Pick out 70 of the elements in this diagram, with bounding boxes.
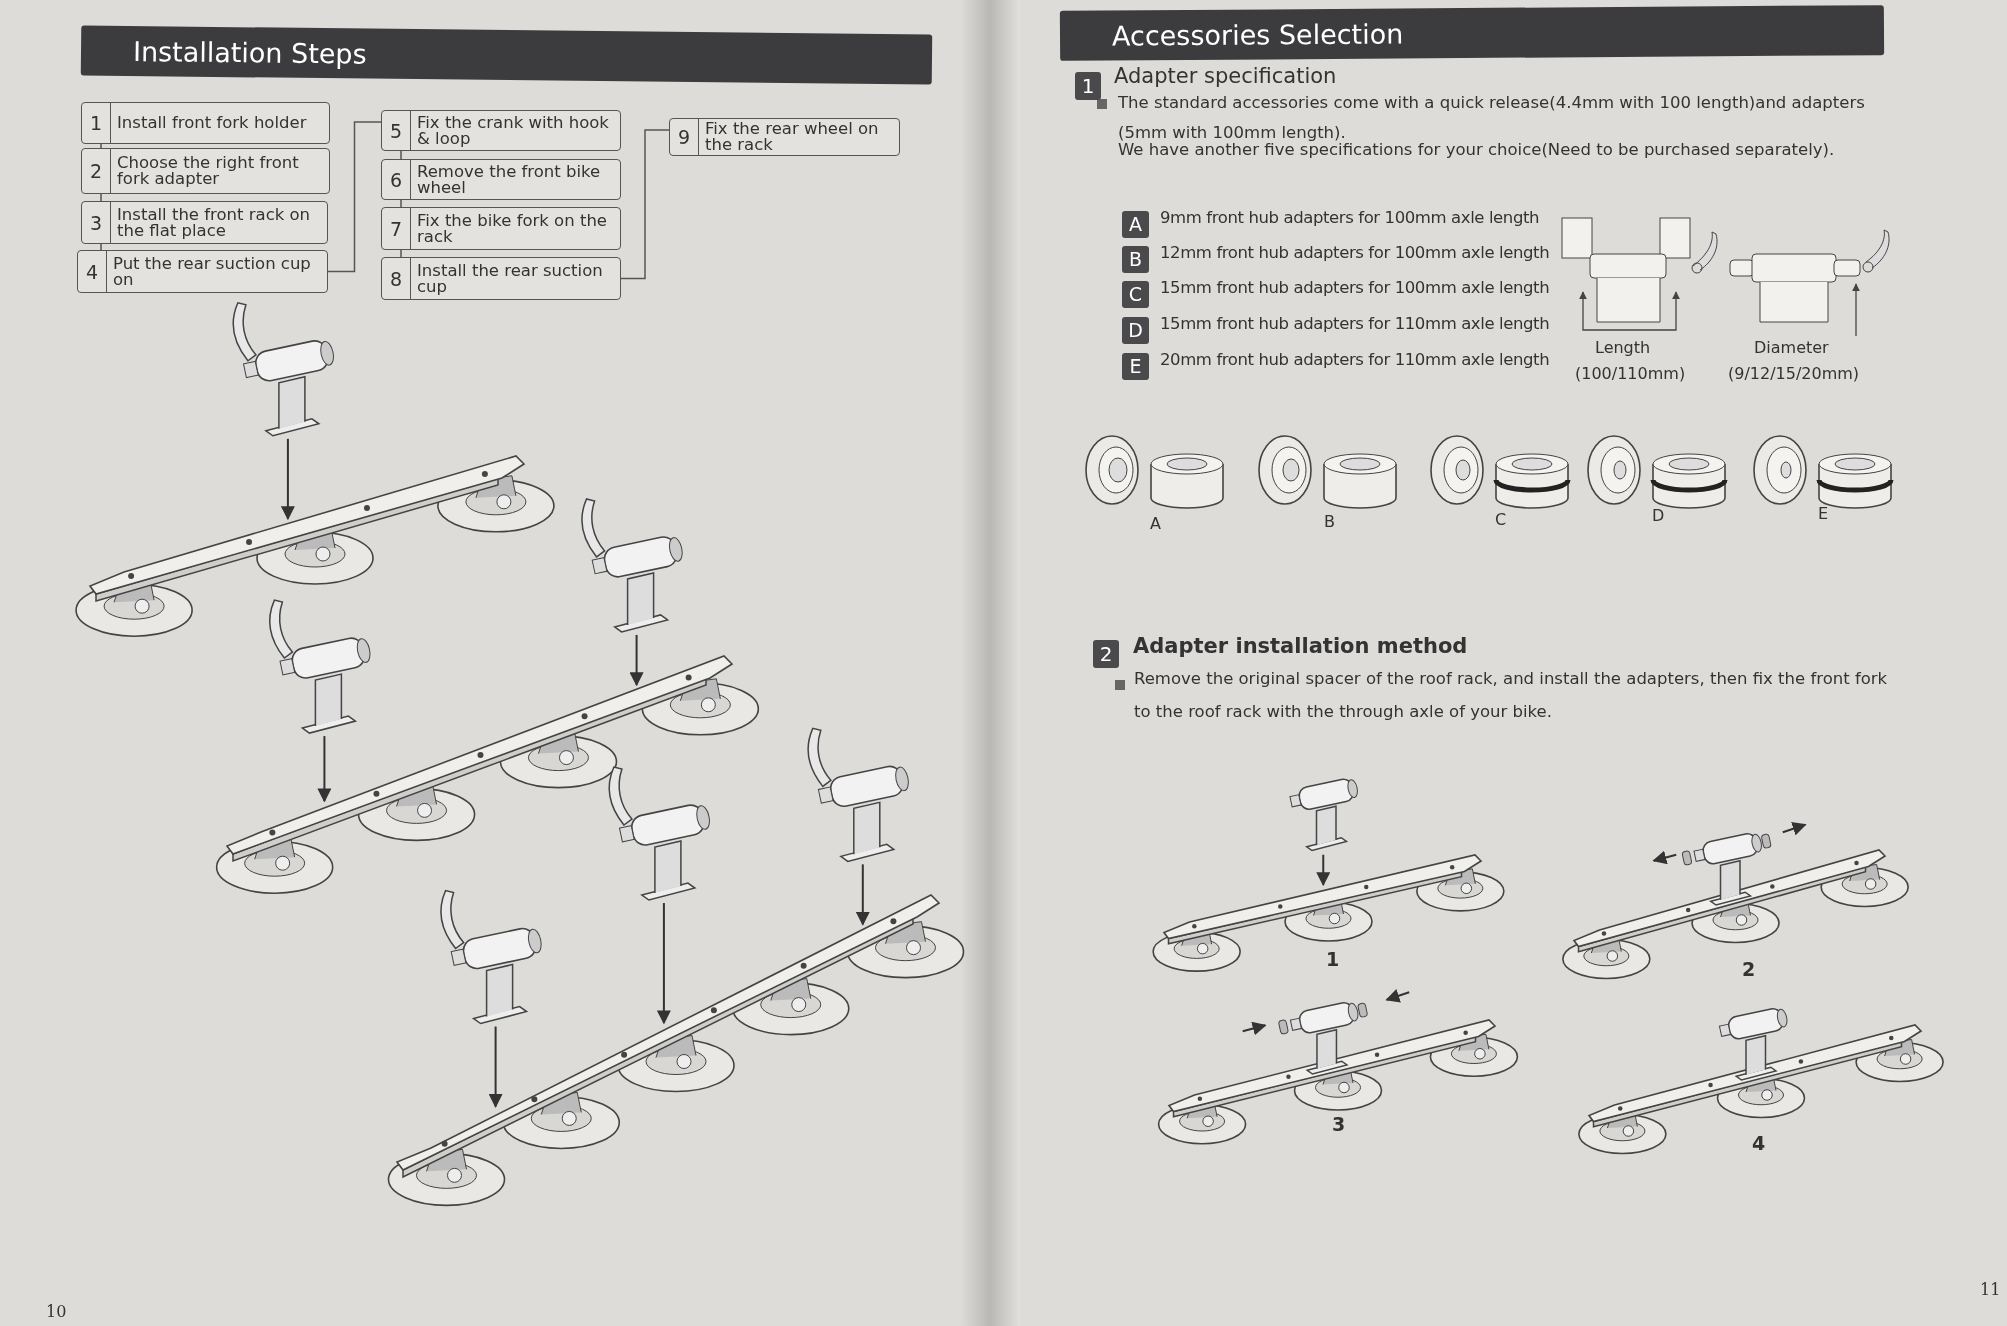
step-box [81,102,330,144]
step-text: Choose the right front fork adapter [116,152,300,190]
step-number: 1 [82,103,111,143]
step-box [77,250,328,293]
step-text: Install the front rack on the flat place [116,203,312,242]
paragraph: The standard accessories come with a quick release(4.4mm with 100 length)and adapters (5mm with 100mm length). [1118,92,1866,143]
step-box [381,110,621,151]
connector-line [327,121,382,273]
connector-line [620,129,670,280]
section-heading: Installation Steps [132,35,367,70]
dimension-label: E [1818,504,1829,523]
connector-line [400,249,402,258]
connector-line [100,143,102,149]
option-letter-badge: B [1122,246,1149,273]
option-description: 15mm front hub adapters for 100mm axle length [1160,278,1550,297]
step-box [81,201,328,244]
dimension-label: C [1495,510,1507,529]
section-number-badge: 1 [1075,72,1101,100]
page-number: 10 [46,1302,67,1321]
option-letter-badge: E [1122,353,1149,380]
step-text: Put the rear suction cup on [112,252,312,291]
connector-line [400,150,402,160]
dimension-label: Length [1595,338,1651,357]
step-text: Install front fork holder [116,112,308,134]
step-box [669,118,900,156]
step-text: Fix the bike fork on the rack [416,209,608,248]
step-number: 5 [382,111,411,150]
step-box [81,148,330,194]
step-text: Remove the front bike wheel [416,160,602,199]
section-number-badge: 2 [1093,640,1119,668]
section-title: Adapter specification [1114,64,1337,88]
option-letter-badge: C [1122,281,1149,308]
option-description: 20mm front hub adapters for 110mm axle length [1160,350,1550,369]
page-number: 11 [1980,1280,2001,1299]
dimension-label: Diameter [1754,338,1829,357]
figure-number: 3 [1332,1113,1346,1135]
section-title: Adapter installation method [1133,634,1468,658]
dimension-label: D [1652,506,1665,525]
step-number: 2 [82,149,111,193]
step-number: 9 [670,119,699,155]
dimension-label: (9/12/15/20mm) [1728,364,1860,383]
step-number: 3 [82,202,111,243]
step-box [381,159,621,200]
dimension-label: (100/110mm) [1575,364,1686,383]
dimension-label: B [1324,512,1335,531]
connector-line [100,243,102,251]
option-description: 12mm front hub adapters for 100mm axle length [1160,243,1550,262]
step-number: 6 [382,160,411,199]
figure-number: 4 [1752,1132,1766,1154]
figure-number: 1 [1326,948,1340,970]
option-letter-badge: D [1122,317,1149,344]
option-letter-badge: A [1122,211,1149,238]
section-header-band [1059,5,1885,61]
paragraph: Remove the original spacer of the roof rack, and install the adapters, then fix the front fork to the roof rack with the through axle of your bike. [1134,668,1889,723]
step-text: Fix the crank with hook & loop [416,111,610,150]
connector-line [100,193,102,202]
step-box [381,257,621,300]
step-text: Fix the rear wheel on the rack [704,119,880,155]
figure-number: 2 [1742,958,1756,980]
step-number: 4 [78,251,107,292]
step-number: 7 [382,208,411,249]
step-box [381,207,621,250]
dimension-label: A [1150,514,1161,533]
paragraph: We have another five specifications for your choice(Need to be purchased separately). [1118,140,1835,159]
connector-line [400,199,402,208]
section-heading: Accessories Selection [1111,18,1404,51]
step-number: 8 [382,258,411,299]
option-description: 9mm front hub adapters for 100mm axle length [1160,208,1540,227]
option-description: 15mm front hub adapters for 110mm axle length [1160,314,1550,333]
step-text: Install the rear suction cup [416,259,604,298]
